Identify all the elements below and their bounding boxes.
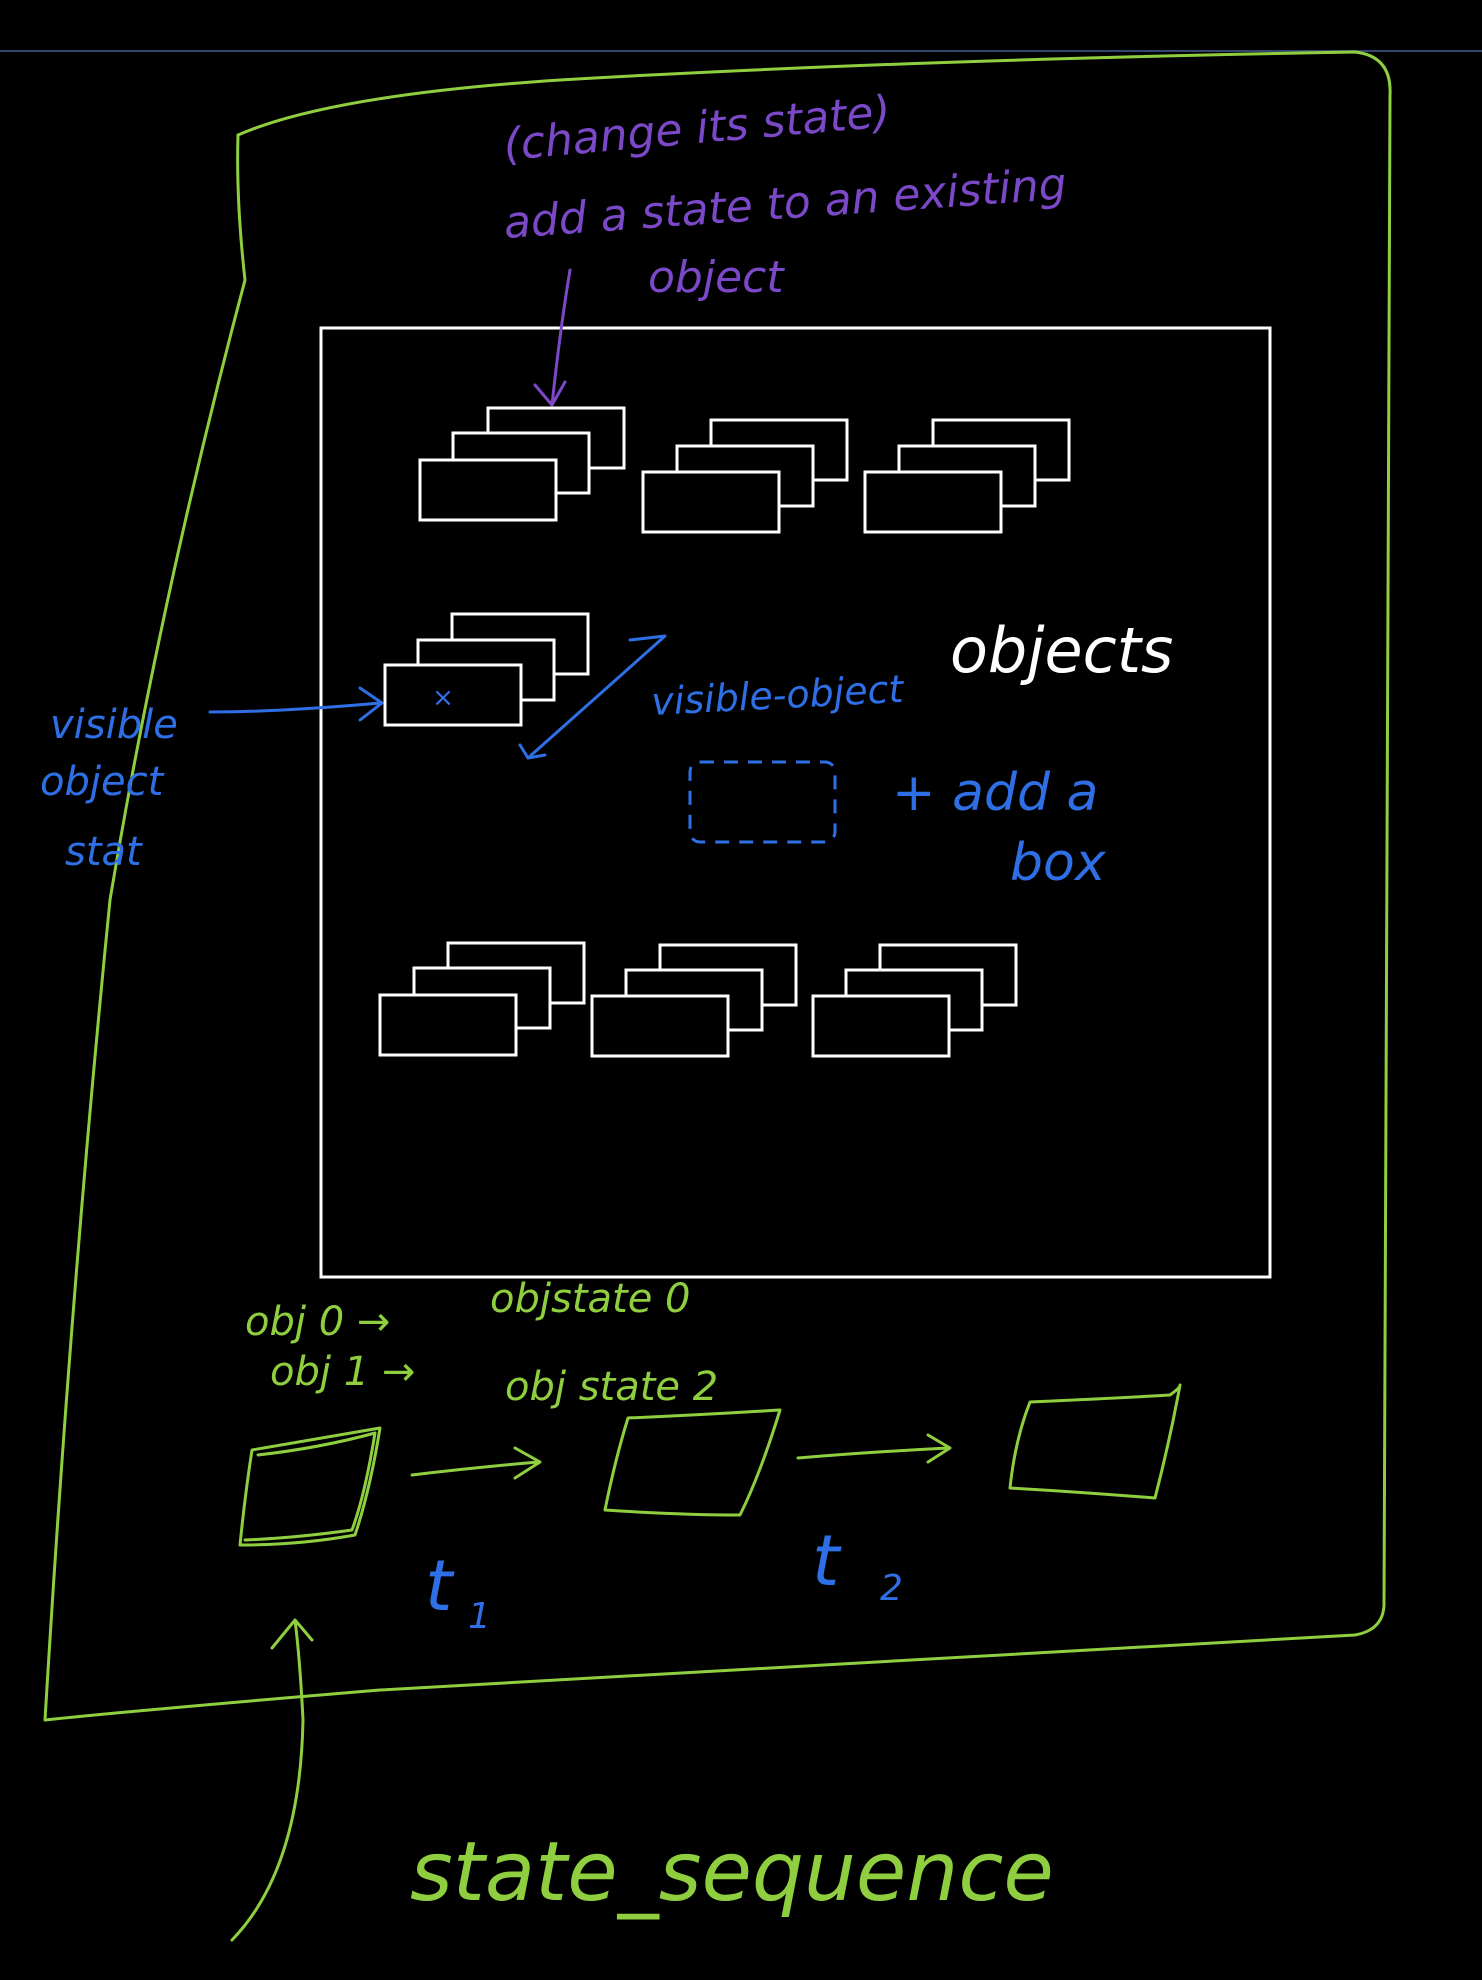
state-arrow-1 [410, 1446, 542, 1480]
state-box-2 [603, 1408, 782, 1517]
add-box-line2: box [1010, 833, 1107, 893]
purple-note-line1: (change its state) [502, 86, 893, 171]
mapping-row1-right: obj state 2 [505, 1364, 718, 1410]
object-stack-3 [863, 418, 1071, 534]
visible-object-stack [383, 612, 590, 727]
mapping-row0-left: obj 0 → [245, 1299, 390, 1345]
state-sequence-label: state_sequence [410, 1825, 1054, 1920]
add-box-line1: + add a [892, 763, 1098, 823]
t1-label: t [425, 1545, 455, 1627]
mapping-row0-right: objstate 0 [490, 1276, 690, 1322]
mapping-row1-left: obj 1 → [270, 1349, 415, 1395]
object-stack-6 [811, 943, 1018, 1058]
object-stack-4 [378, 941, 586, 1057]
box-marker: × [432, 683, 454, 713]
objects-label: objects [950, 614, 1173, 687]
outer-frame [43, 50, 1392, 1722]
left-label-line3: stat [65, 829, 143, 875]
state-box-3 [1008, 1383, 1182, 1500]
dashed-add-box [688, 760, 837, 844]
purple-note-line3: object [648, 252, 785, 303]
purple-arrow [533, 268, 572, 407]
object-stack-1 [418, 406, 626, 522]
t2-subscript: 2 [880, 1568, 903, 1609]
state-sequence-arrow [230, 1618, 314, 1942]
purple-note-line2: add a state to an existing [502, 159, 1068, 249]
left-label-arrow [208, 686, 384, 722]
object-stack-5 [590, 943, 798, 1058]
visible-object-arrow [518, 634, 667, 760]
state-arrow-2 [796, 1433, 952, 1464]
state-box-1-inner [243, 1431, 377, 1542]
visible-object-label: visible-object [650, 667, 906, 724]
left-label-line2: object [40, 759, 165, 805]
left-label-line1: visible [50, 702, 178, 748]
object-stack-2 [641, 418, 849, 534]
objects-container [319, 326, 1272, 1279]
state-box-1 [238, 1426, 382, 1547]
t2-label: t [812, 1520, 842, 1602]
t1-subscript: 1 [468, 1596, 491, 1637]
